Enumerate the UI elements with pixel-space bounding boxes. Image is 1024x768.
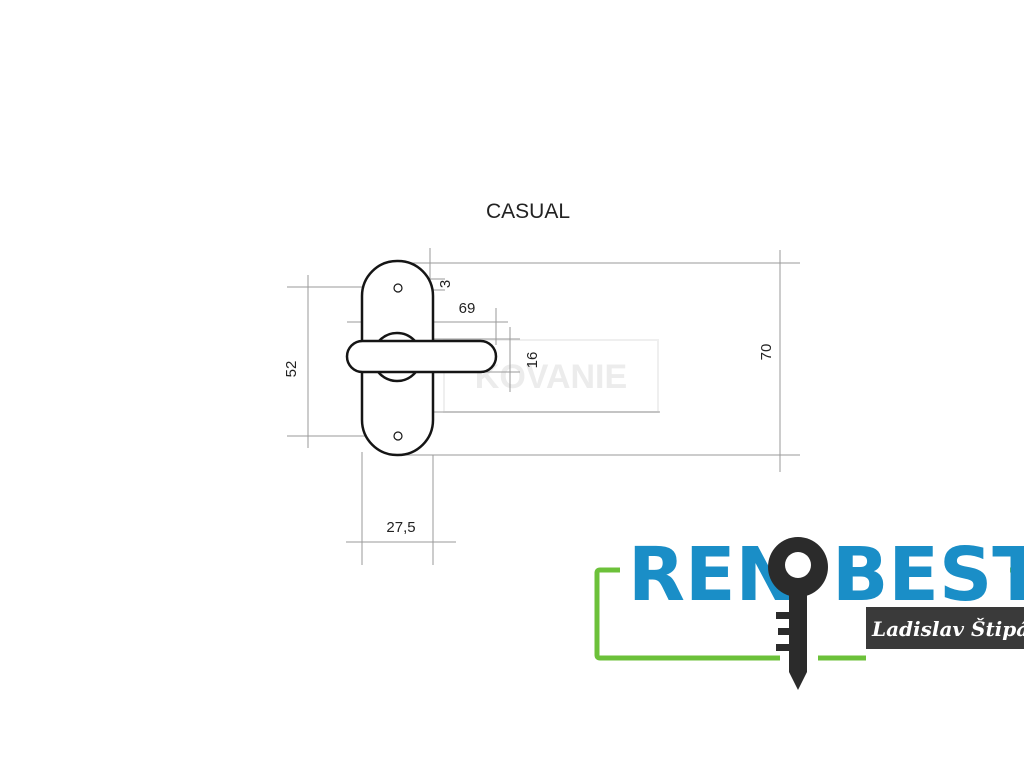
dim-hole-spacing: 52	[283, 361, 300, 378]
logo-frame	[594, 567, 780, 661]
watermark-text: KOVANIE	[475, 358, 627, 396]
door-handle-drawing	[345, 259, 498, 457]
screw-hole-top	[393, 283, 403, 293]
dim-hole-offset: 3	[437, 280, 454, 288]
lever	[345, 339, 498, 374]
key-icon	[768, 537, 828, 690]
logo-brand-right: BEST	[832, 532, 1024, 618]
dim-lever-length: 69	[459, 300, 476, 317]
screw-hole-bottom	[393, 431, 403, 441]
owner-name: Ladislav Štipán	[871, 616, 1024, 641]
dim-plate-width: 27,5	[386, 519, 415, 536]
drawing-title: CASUAL	[486, 200, 570, 223]
renobest-logo: REN BEST Ladislav Štipán	[594, 532, 1024, 690]
dim-total-height: 70	[758, 344, 775, 361]
owner-tag	[866, 607, 1024, 649]
dim-lever-thickness: 16	[524, 352, 541, 369]
